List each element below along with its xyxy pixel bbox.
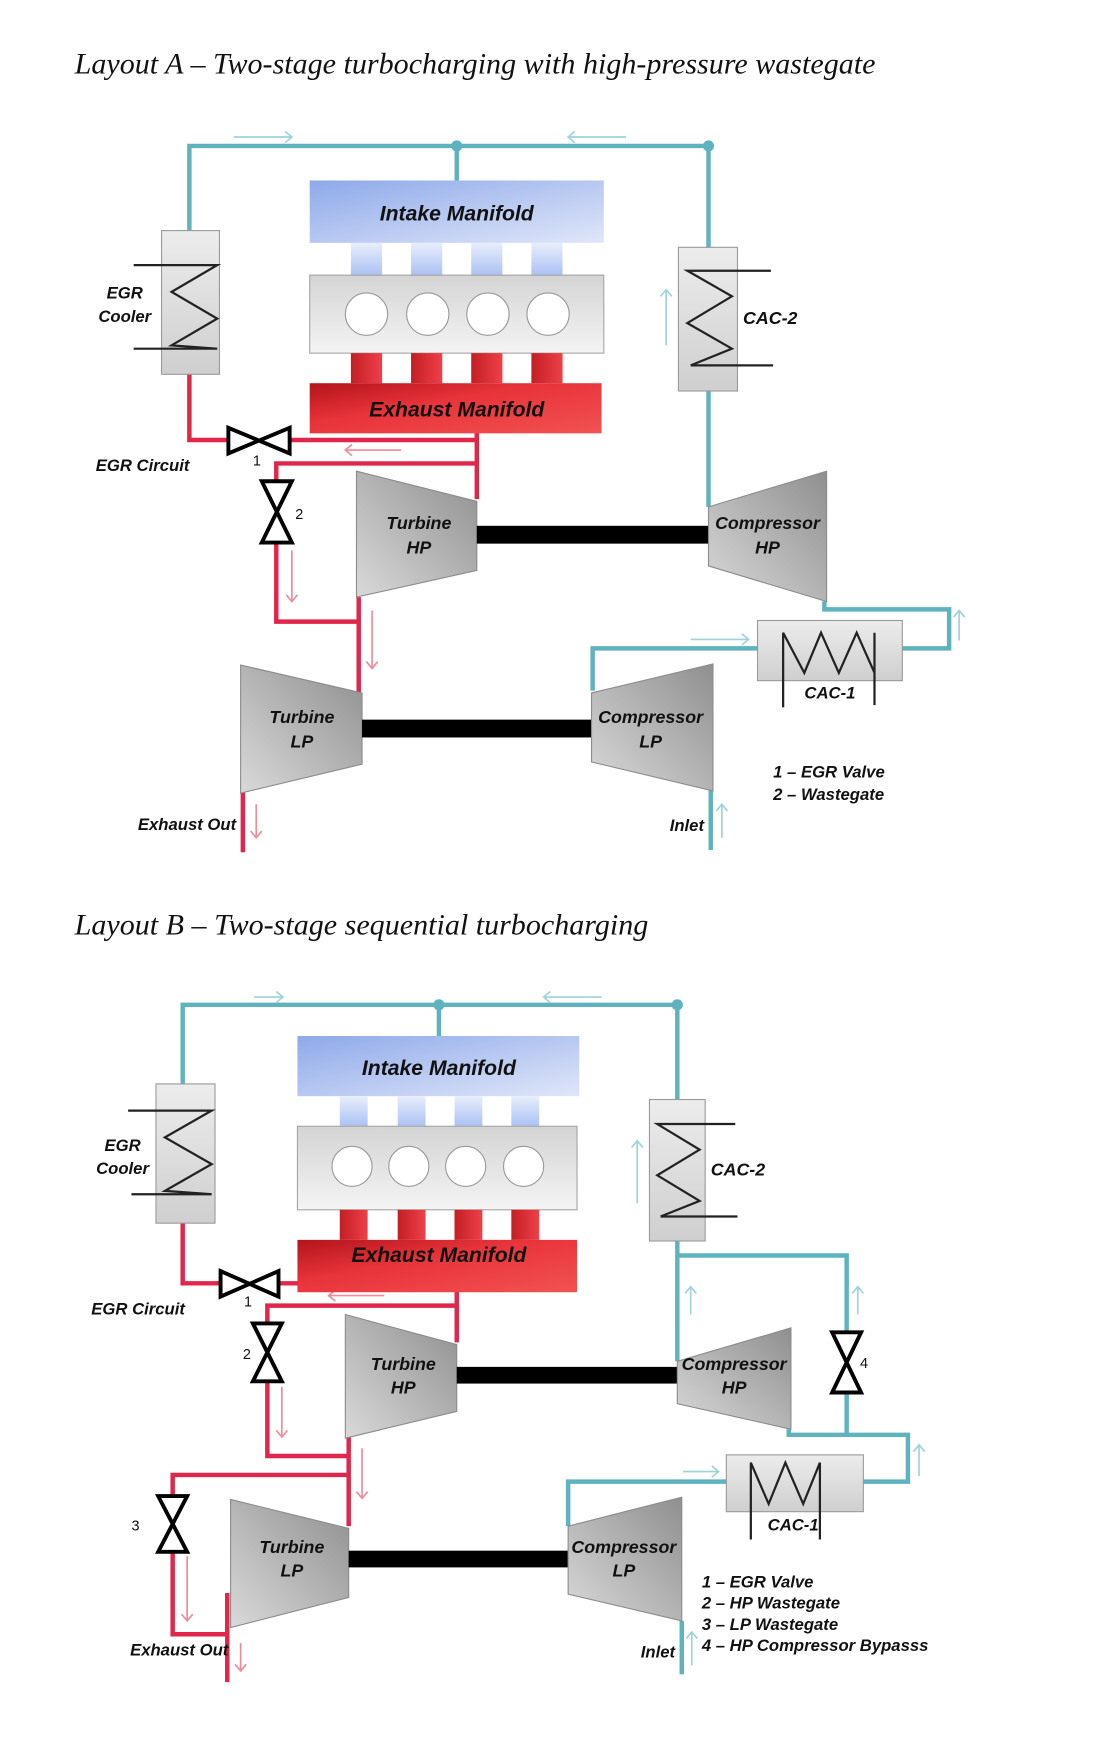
- layout-b-air-arrows: [253, 990, 926, 1666]
- layout-b-cac-2: CAC-2: [648, 1098, 766, 1242]
- egr-cooler-label-2: Cooler: [98, 307, 152, 326]
- layout-b-exhaust-arrows: [180, 1289, 385, 1673]
- exhaust-manifold: [297, 1239, 578, 1293]
- compressor-lp: [590, 663, 714, 792]
- layout-a-air-arrows: [233, 130, 966, 838]
- lp-shaft: [362, 719, 592, 738]
- compressor-hp-label-1: Compressor: [715, 513, 821, 533]
- turbine-hp-label-1: Turbine: [386, 513, 451, 533]
- valve-1-number: 1: [253, 454, 261, 470]
- layout-a-engine: Intake Manifold Exhaust Manifold: [309, 180, 605, 434]
- layout-a-cac-2: CAC-2: [677, 246, 798, 392]
- compressor-lp-label-2: LP: [639, 731, 662, 751]
- layout-a-egr-cooler: EGR Cooler: [98, 230, 222, 375]
- intake-manifold-label: Intake Manifold: [362, 1057, 517, 1080]
- valve-2-number: 2: [295, 507, 303, 523]
- layout-a-cac-1: CAC-1: [756, 619, 903, 708]
- compressor-lp: [567, 1496, 683, 1622]
- egr-circuit-label: EGR Circuit: [91, 1300, 186, 1319]
- compressor-hp: [707, 470, 828, 603]
- compressor-lp-label-1: Compressor: [598, 707, 704, 727]
- turbine-lp-label-1: Turbine: [259, 1537, 324, 1557]
- turbine-lp-label-2: LP: [291, 731, 314, 751]
- turbine-lp: [230, 1498, 350, 1629]
- layout-b-cac-1: CAC-1: [725, 1454, 864, 1540]
- turbine-hp-label-2: HP: [406, 538, 431, 558]
- compressor-hp-label-2: HP: [755, 538, 780, 558]
- intake-manifold-label: Intake Manifold: [380, 203, 535, 226]
- egr-cooler-label-1: EGR: [107, 284, 143, 303]
- legend-item: 2 – Wastegate: [772, 785, 884, 804]
- lp-shaft: [348, 1550, 569, 1568]
- layout-a-exhaust-lines: [187, 374, 480, 853]
- layout-a-title: Layout A – Two-stage turbocharging with …: [74, 47, 876, 81]
- layout-a: Layout A – Two-stage turbocharging with …: [74, 47, 966, 853]
- valve-2-number: 2: [243, 1347, 251, 1363]
- cac-1-label: CAC-1: [768, 1516, 819, 1535]
- layout-b-engine: Intake Manifold Exhaust Manifold: [296, 1036, 580, 1293]
- exhaust-manifold-label: Exhaust Manifold: [351, 1244, 527, 1267]
- cac-2-label: CAC-2: [743, 308, 798, 328]
- layout-a-wastegate-valve: 2: [258, 479, 303, 545]
- layout-b-air-lines: [180, 999, 911, 1675]
- turbine-hp: [344, 1313, 458, 1439]
- layout-b-legend: 1 – EGR Valve 2 – HP Wastegate 3 – LP Wa…: [701, 1572, 929, 1654]
- compressor-hp: [676, 1327, 792, 1430]
- layout-b: Layout B – Two-stage sequential turbocha…: [74, 908, 929, 1683]
- valve-1-number: 1: [244, 1295, 252, 1311]
- turbine-hp-label-1: Turbine: [371, 1354, 436, 1374]
- turbine-hp: [355, 470, 478, 598]
- layout-a-hp-turbo: Turbine HP Compressor HP: [355, 470, 828, 603]
- egr-circuit-label: EGR Circuit: [96, 456, 191, 475]
- compressor-lp-label-1: Compressor: [571, 1537, 677, 1557]
- turbine-lp: [240, 664, 363, 794]
- exhaust-manifold: [309, 383, 602, 434]
- valve-3-number: 3: [131, 1519, 139, 1535]
- exhaust-out-label: Exhaust Out: [130, 1640, 230, 1659]
- hp-shaft: [456, 1366, 678, 1384]
- legend-item: 3 – LP Wastegate: [702, 1615, 838, 1634]
- layout-a-exhaust-arrows: [250, 443, 402, 840]
- legend-item: 2 – HP Wastegate: [701, 1594, 840, 1613]
- egr-cooler-label-1: EGR: [104, 1136, 140, 1155]
- intake-manifold: [309, 180, 604, 243]
- layout-a-egr-valve: 1: [226, 424, 292, 470]
- intake-manifold: [297, 1036, 580, 1097]
- compressor-lp-label-2: LP: [612, 1560, 635, 1580]
- layout-b-lp-wastegate-valve: 3: [131, 1494, 191, 1554]
- legend-item: 1 – EGR Valve: [773, 763, 885, 782]
- turbine-lp-label-1: Turbine: [269, 707, 334, 727]
- legend-item: 4 – HP Compressor Bypasss: [701, 1636, 929, 1655]
- cac-2-label: CAC-2: [711, 1159, 766, 1179]
- cac-1-label: CAC-1: [804, 683, 855, 702]
- inlet-label: Inlet: [641, 1643, 677, 1662]
- exhaust-out-label: Exhaust Out: [138, 815, 238, 834]
- layout-b-hp-turbo: Turbine HP Compressor HP: [344, 1313, 792, 1439]
- layout-b-hp-wastegate-valve: 2: [243, 1321, 285, 1384]
- layout-b-title: Layout B – Two-stage sequential turbocha…: [74, 908, 649, 942]
- compressor-hp-label-2: HP: [722, 1378, 747, 1398]
- valve-4-number: 4: [860, 1356, 868, 1372]
- legend-item: 1 – EGR Valve: [702, 1572, 814, 1591]
- layout-a-legend: 1 – EGR Valve 2 – Wastegate: [772, 763, 885, 804]
- turbine-hp-label-2: HP: [391, 1378, 416, 1398]
- layout-a-air-lines: [187, 140, 952, 850]
- layout-a-lp-turbo: Turbine LP Compressor LP: [240, 663, 714, 794]
- exhaust-manifold-label: Exhaust Manifold: [369, 399, 545, 422]
- turbine-lp-label-2: LP: [280, 1560, 303, 1580]
- layout-b-lp-turbo: Turbine LP Compressor LP: [230, 1496, 683, 1629]
- inlet-label: Inlet: [670, 816, 706, 835]
- layout-b-egr-valve: 1: [218, 1268, 281, 1311]
- egr-cooler-label-2: Cooler: [96, 1159, 150, 1178]
- layout-b-egr-cooler: EGR Cooler: [96, 1083, 216, 1224]
- hp-shaft: [476, 525, 709, 544]
- layout-b-hp-compressor-bypass-valve: 4: [829, 1330, 868, 1395]
- compressor-hp-label-1: Compressor: [682, 1354, 788, 1374]
